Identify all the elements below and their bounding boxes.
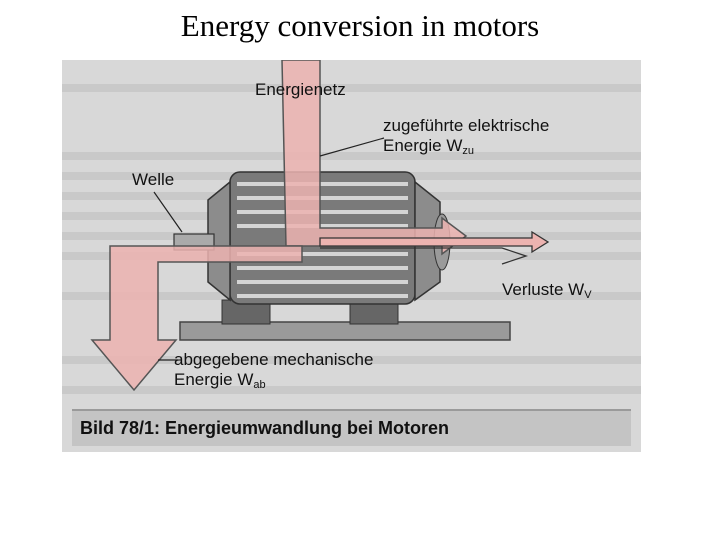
input-label-leader <box>319 137 385 157</box>
losses-label-text: Verluste W <box>502 280 585 299</box>
input-energy-label: zugeführte elektrische Energie Wzu <box>383 116 549 161</box>
losses-arrow-lower <box>320 247 529 265</box>
shaft-label: Welle <box>132 170 175 189</box>
losses-arrow <box>319 230 550 254</box>
input-energy-label-line1: zugeführte elektrische <box>383 116 550 135</box>
figure-caption: Bild 78/1: Energieumwandlung bei Motoren <box>80 418 450 438</box>
input-energy-label-line2: Energie W <box>383 136 463 155</box>
slide-title: Energy conversion in motors <box>180 8 540 43</box>
grid-label: Energienetz <box>255 80 346 99</box>
figure-drawing <box>62 60 641 394</box>
output-energy-label: abgegebene mechanische Energie Wab <box>174 350 373 395</box>
motor-base-plate <box>179 321 511 341</box>
motor-energy-figure: Energienetz zugeführte elektrische Energ… <box>62 60 641 452</box>
shaft-label-leader <box>153 191 183 233</box>
losses-subscript: V <box>584 289 592 301</box>
input-energy-subscript: zu <box>462 145 474 157</box>
output-energy-label-line1: abgegebene mechanische <box>174 350 374 369</box>
losses-label: Verluste WV <box>502 280 592 305</box>
output-energy-label-line2: Energie W <box>174 370 254 389</box>
caption-bar: Bild 78/1: Energieumwandlung bei Motoren <box>72 409 631 446</box>
output-energy-subscript: ab <box>253 379 266 391</box>
mechanical-output-arrow <box>90 245 303 392</box>
